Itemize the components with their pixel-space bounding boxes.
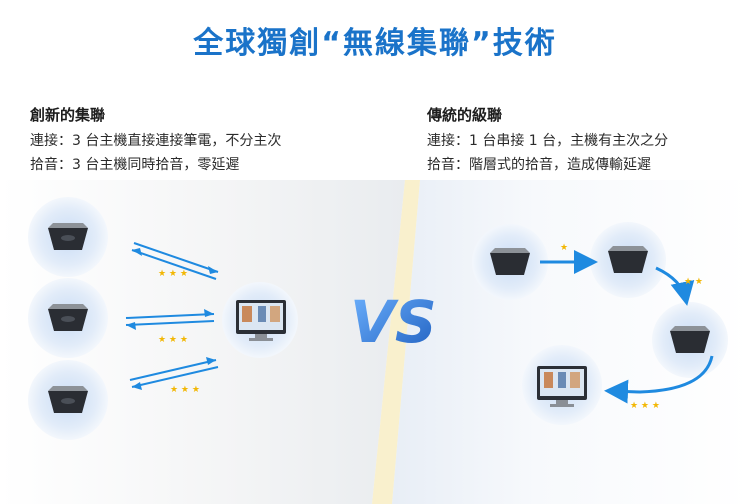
speakerphone-icon	[28, 278, 108, 358]
right-connection-text: 連接：1 台串接 1 台，主機有主次之分	[427, 133, 669, 149]
arrow-icon	[655, 266, 695, 306]
wireless-cascade-description: 創新的集聯 連接：3 台主機直接連接筆電，不分主次 拾音：3 台主機同時拾音，零…	[30, 104, 281, 179]
monitor-icon	[522, 345, 602, 425]
speakerphone-icon	[28, 360, 108, 440]
speakerphone-icon	[472, 224, 548, 300]
arrow-icon	[132, 248, 142, 256]
speakerphone-icon	[590, 222, 666, 298]
arrow-icon	[604, 355, 714, 404]
left-connection-text: 連接：3 台主機直接連接筆電，不分主次	[30, 133, 282, 149]
star-icon: ★ ★	[684, 277, 703, 287]
right-pickup-text: 拾音：階層式的拾音，造成傳輸延遲	[427, 157, 651, 173]
left-pickup-text: 拾音：3 台主機同時拾音，零延遲	[30, 157, 240, 173]
vs-logo: VS	[350, 288, 437, 356]
speakerphone-icon	[652, 302, 728, 378]
speakerphone-icon	[28, 197, 108, 277]
right-heading: 傳統的級聯	[427, 106, 503, 124]
page-title: 全球獨創“無線集聯”技術	[193, 26, 557, 61]
traditional-cascade-description: 傳統的級聯 連接：1 台串接 1 台，主機有主次之分 拾音：階層式的拾音，造成傳…	[427, 104, 668, 179]
arrow-icon	[126, 322, 136, 330]
arrow-icon	[125, 242, 219, 388]
star-icon: ★ ★ ★	[158, 269, 188, 279]
star-icon: ★	[560, 243, 568, 253]
monitor-icon	[222, 282, 298, 358]
arrow-icon	[132, 382, 142, 390]
divider-stripe	[372, 180, 420, 504]
left-heading: 創新的集聯	[30, 106, 106, 124]
arrow-icon	[208, 266, 218, 274]
star-icon: ★ ★ ★	[170, 385, 200, 395]
star-icon: ★ ★ ★	[630, 401, 660, 411]
arrow-icon	[206, 357, 216, 365]
star-icon: ★ ★ ★	[158, 335, 188, 345]
left-background	[0, 180, 405, 504]
arrow-icon	[204, 309, 214, 317]
